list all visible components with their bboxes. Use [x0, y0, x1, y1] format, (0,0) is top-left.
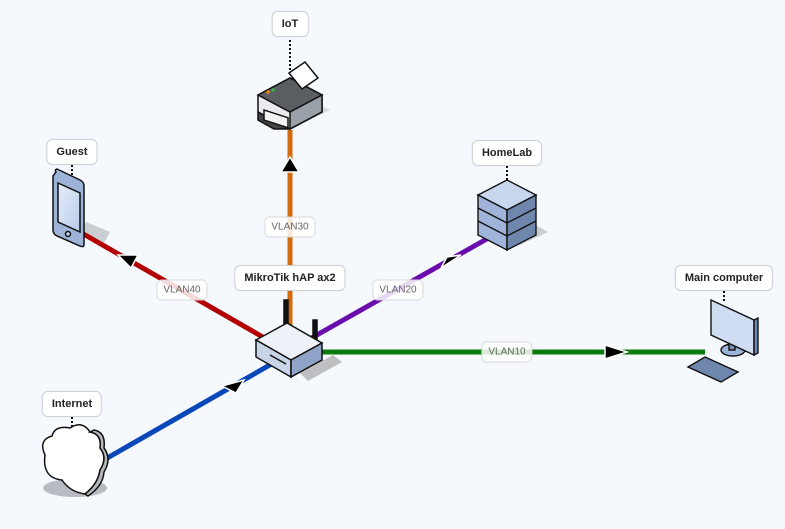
link-label-vlan40: VLAN40 [156, 279, 208, 301]
arrow-vlan40 [116, 254, 140, 270]
link-label-vlan30: VLAN30 [264, 216, 316, 238]
node-label-main-computer[interactable]: Main computer [674, 265, 774, 291]
node-label-homelab[interactable]: HomeLab [471, 140, 543, 166]
link-label-vlan20: VLAN20 [372, 279, 424, 301]
cloud-icon[interactable] [41, 424, 109, 497]
printer-icon[interactable] [256, 60, 330, 131]
node-label-router[interactable]: MikroTik hAP ax2 [234, 265, 346, 291]
arrow-vlan30 [279, 155, 301, 173]
node-label-iot[interactable]: IoT [271, 11, 309, 37]
node-label-guest[interactable]: Guest [46, 139, 98, 165]
arrow-vlan10 [604, 343, 630, 361]
arrow-internet [219, 378, 246, 394]
server-icon[interactable] [476, 179, 548, 252]
computer-icon[interactable] [686, 298, 759, 383]
phone-icon[interactable] [52, 168, 110, 248]
link-internet [93, 359, 277, 468]
link-label-vlan10: VLAN10 [481, 341, 533, 363]
router-icon[interactable] [254, 299, 342, 381]
node-label-internet[interactable]: Internet [41, 391, 103, 417]
arrow-vlan20 [440, 254, 462, 269]
